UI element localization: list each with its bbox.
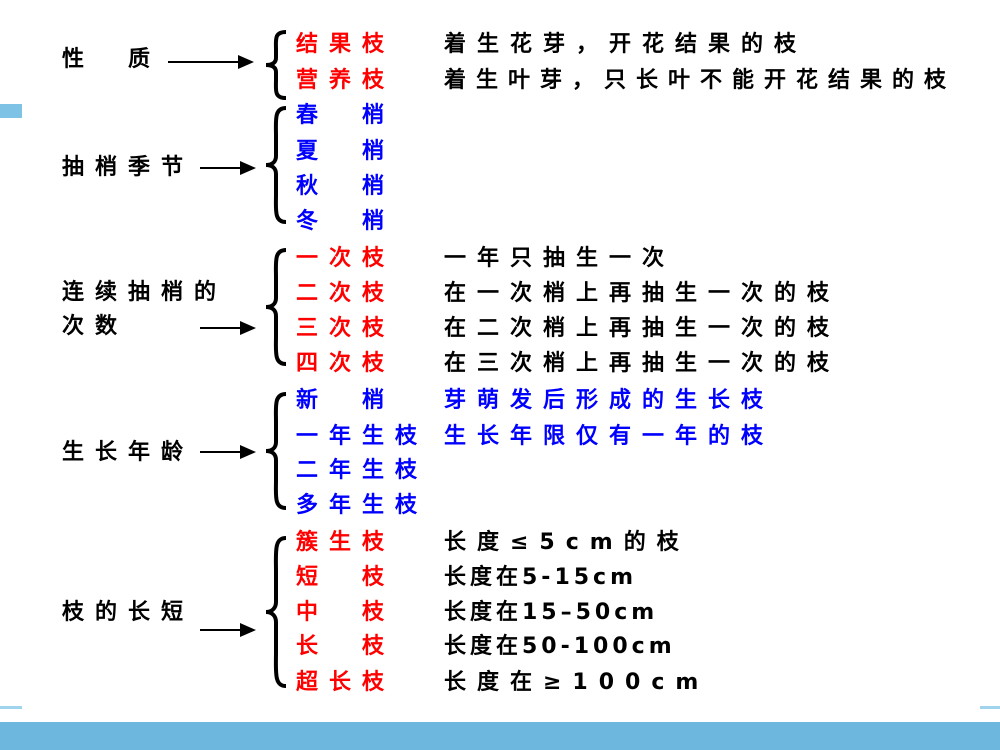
term-perennial-branch: 多年生枝: [296, 493, 429, 518]
term-fruiting-branch: 结果枝: [296, 32, 396, 57]
left-accent-bar: [0, 104, 22, 118]
term-two-year-branch: 二年生枝: [296, 458, 429, 483]
bottom-white-step: [24, 714, 976, 722]
desc-new-shoot: 芽萌发后形成的生长枝: [444, 388, 775, 413]
desc-short-branch: 长度在5-15cm: [444, 565, 638, 590]
term-medium-branch: 中 枝: [296, 600, 396, 625]
term-spring-shoot: 春 梢: [296, 103, 396, 128]
bottom-line-left: [0, 706, 22, 709]
left-brace-icon: [265, 106, 287, 224]
category-flush-count-line2: 次数: [62, 314, 129, 339]
term-short-branch: 短 枝: [296, 565, 396, 590]
arrow-icon: [200, 161, 256, 175]
term-one-year-branch: 一年生枝: [296, 424, 429, 449]
category-nature: 性 质: [62, 47, 162, 72]
term-summer-shoot: 夏 梢: [296, 139, 396, 164]
term-winter-shoot: 冬 梢: [296, 209, 396, 234]
category-branch-length: 枝的长短: [62, 600, 195, 625]
desc-medium-branch: 长度在15–50cm: [444, 600, 659, 625]
term-autumn-shoot: 秋 梢: [296, 174, 396, 199]
desc-one-year-branch: 生长年限仅有一年的枝: [444, 424, 775, 449]
term-cluster-branch: 簇生枝: [296, 530, 396, 555]
category-growth-age: 生长年龄: [62, 440, 195, 465]
arrow-icon: [200, 445, 256, 459]
term-long-branch: 长 枝: [296, 634, 396, 659]
desc-third-order-branch: 在二次梢上再抽生一次的枝: [444, 316, 841, 341]
bottom-line-right: [980, 706, 1000, 709]
left-brace-icon: [265, 392, 287, 510]
term-first-order-branch: 一次枝: [296, 246, 396, 271]
category-flush-count-line1: 连续抽梢的: [62, 280, 228, 305]
arrow-icon: [168, 55, 254, 69]
left-brace-icon: [265, 30, 287, 100]
desc-cluster-branch: 长度≤5cm的枝: [444, 530, 690, 555]
category-season: 抽梢季节: [62, 155, 195, 180]
desc-first-order-branch: 一年只抽生一次: [444, 246, 676, 271]
term-third-order-branch: 三次枝: [296, 316, 396, 341]
term-new-shoot: 新 梢: [296, 388, 396, 413]
desc-fourth-order-branch: 在三次梢上再抽生一次的枝: [444, 351, 841, 376]
desc-extra-long-branch: 长度在≥100cm: [444, 670, 710, 695]
term-second-order-branch: 二次枝: [296, 281, 396, 306]
bottom-band: [0, 722, 1000, 750]
arrow-icon: [200, 623, 256, 637]
arrow-icon: [200, 321, 256, 335]
left-brace-icon: [265, 536, 287, 688]
desc-vegetative-branch: 着生叶芽，只长叶不能开花结果的枝: [444, 68, 957, 93]
term-extra-long-branch: 超长枝: [296, 670, 396, 695]
desc-fruiting-branch: 着生花芽，开花结果的枝: [444, 32, 808, 57]
term-fourth-order-branch: 四次枝: [296, 351, 396, 376]
desc-second-order-branch: 在一次梢上再抽生一次的枝: [444, 281, 841, 306]
desc-long-branch: 长度在50-100cm: [444, 634, 676, 659]
term-vegetative-branch: 营养枝: [296, 68, 396, 93]
left-brace-icon: [265, 248, 287, 366]
